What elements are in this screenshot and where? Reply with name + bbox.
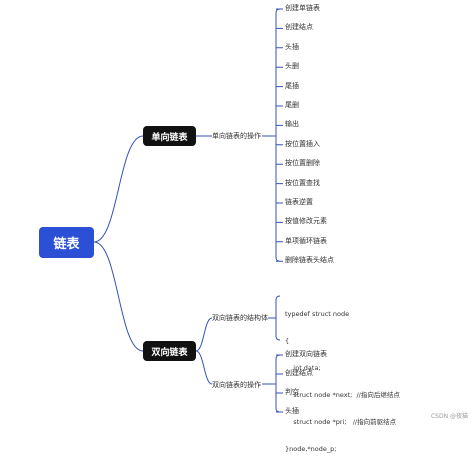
leaf-item[interactable]: 创建结点 [285, 23, 313, 32]
bracket-doubly-ops [262, 354, 283, 413]
leaf-item[interactable]: 删除链表头结点 [285, 256, 334, 265]
root-node[interactable]: 链表 [39, 227, 94, 258]
leaf-item[interactable]: 按位置删除 [285, 159, 320, 168]
leaf-item[interactable]: 头插 [285, 407, 299, 415]
branch-label: 单向链表 [151, 132, 188, 143]
leaf-item[interactable]: 链表逆置 [285, 198, 313, 206]
root-label: 链表 [53, 237, 80, 252]
connector-root-doubly [93, 241, 144, 352]
bracket-doubly-struct [268, 295, 281, 341]
leaf-item[interactable]: 按值修改元素 [285, 217, 327, 226]
code-line: int data; [285, 364, 321, 372]
sub-node-doubly-struct[interactable]: 双向链表的结构体 [212, 314, 268, 322]
bracket-singly-ops [262, 8, 283, 262]
leaf-item[interactable]: 创建双向链表 [285, 350, 327, 358]
leaf-item[interactable]: 尾删 [285, 101, 299, 109]
branch-label: 双向链表 [151, 347, 188, 358]
leaf-item[interactable]: 按位置插入 [285, 139, 320, 148]
leaf-item[interactable]: 创建单链表 [285, 4, 320, 12]
leaf-item[interactable]: 单项循环链表 [285, 236, 327, 245]
leaf-item[interactable]: 尾插 [285, 81, 299, 90]
code-line: { [285, 337, 290, 345]
leaf-item[interactable]: 头插 [285, 42, 299, 51]
branch-node-singly-linked-list[interactable]: 单向链表 [143, 126, 196, 146]
sub-node-singly-operations[interactable]: 单向链表的操作 [212, 132, 261, 140]
leaf-item[interactable]: 创建结点 [285, 369, 313, 377]
connector-doubly-struct [195, 317, 213, 352]
branch-node-doubly-linked-list[interactable]: 双向链表 [143, 341, 196, 361]
code-line: }node,*node_p; [285, 445, 337, 453]
code-line: struct node *pri; //指向前驱结点 [285, 418, 397, 426]
leaf-item[interactable]: 按位置查找 [285, 178, 320, 187]
leaf-item[interactable]: 头删 [285, 62, 299, 71]
connector-root-singly [93, 135, 144, 243]
code-line: struct node *next; //指向后继结点 [285, 391, 400, 399]
sub-node-doubly-operations[interactable]: 双向链表的操作 [212, 381, 261, 389]
leaf-item[interactable]: 判空 [285, 388, 299, 396]
mind-map-connectors [93, 8, 283, 413]
code-line: typedef struct node [285, 310, 350, 318]
watermark: CSDN @夜猫 [430, 413, 468, 420]
connector-doubly-ops [195, 350, 213, 385]
leaf-item[interactable]: 输出 [285, 120, 299, 129]
